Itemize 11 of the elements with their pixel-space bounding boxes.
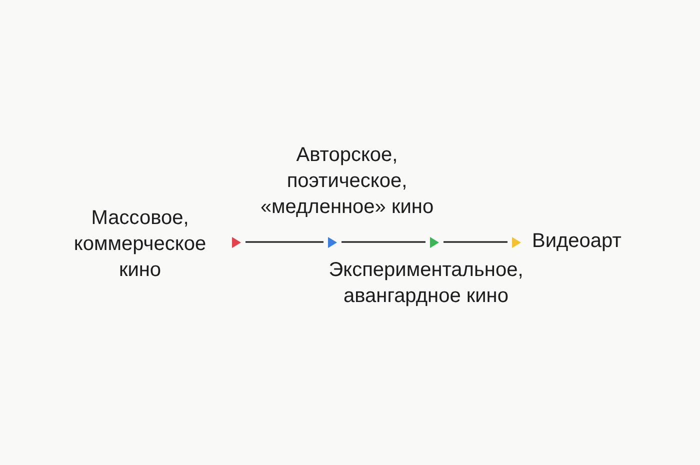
triangle-marker-icon (328, 236, 336, 248)
connector-line (444, 241, 508, 243)
marker-caption: Видеоарт (532, 229, 622, 254)
marker-caption: Авторское, поэтическое, «медленное» кино (259, 143, 435, 220)
triangle-marker-icon (430, 236, 438, 248)
connector-line (342, 241, 426, 243)
connector-line (246, 241, 324, 243)
marker-caption: Массовое, коммерческое кино (72, 206, 208, 283)
triangle-marker-icon (232, 236, 240, 248)
triangle-marker-icon (512, 236, 520, 248)
marker-caption: Экспериментальное, авангардное кино (328, 258, 524, 309)
